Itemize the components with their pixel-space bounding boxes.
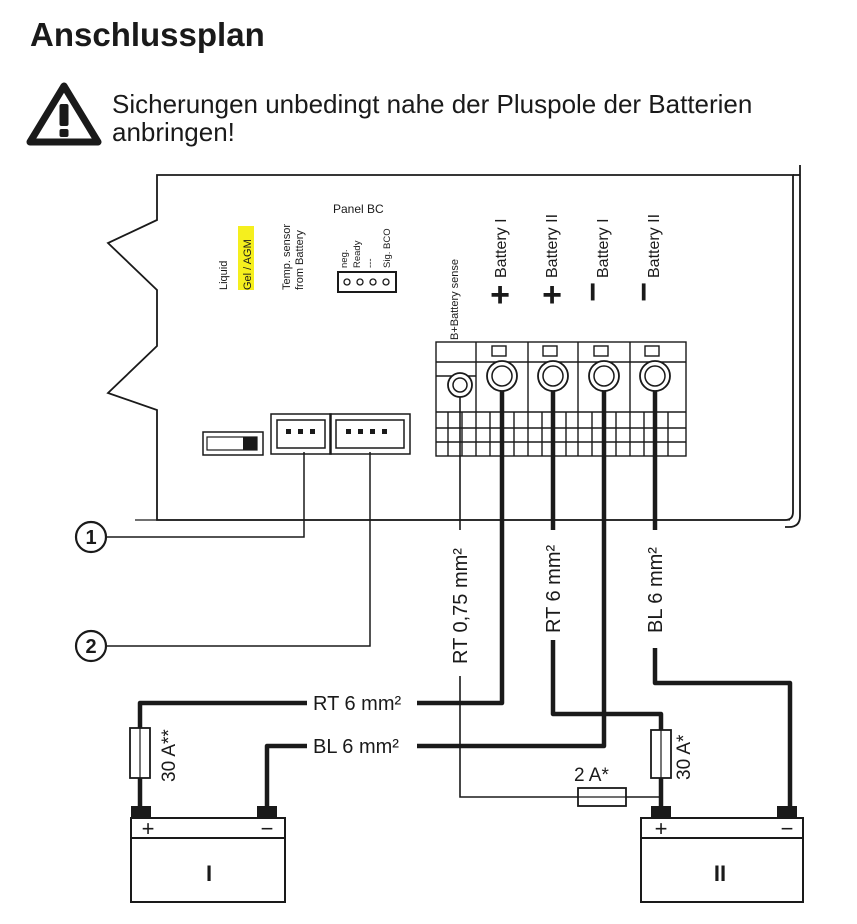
main-wires: [137, 391, 793, 810]
terminal-label-battery-ii-minus: Battery II: [646, 214, 663, 278]
cable-label-minus-1: BL 6 mm²: [313, 736, 399, 758]
callout-2-leader: [106, 452, 371, 647]
pin-label-ready: Ready: [352, 240, 363, 268]
panel-cable-connector: [329, 413, 411, 455]
terminal-block: [435, 341, 687, 457]
pin-label-sig-bco: Sig. BCO: [382, 228, 393, 268]
temp-sensor-label: Temp. sensor: [281, 224, 293, 290]
fuse-label-battery-ii: 30 A*: [674, 734, 695, 780]
gel-agm-label: Gel / AGM: [242, 239, 254, 290]
panel-bc-label: Panel BC: [333, 202, 384, 216]
cable-label-plus-1: RT 6 mm²: [313, 693, 401, 715]
fuse-battery-i: [129, 727, 151, 779]
battery-ii: [640, 806, 804, 903]
pin-label-neg: neg.: [339, 250, 350, 269]
page-title: Anschlussplan: [30, 16, 265, 53]
mode-switch: [202, 431, 264, 456]
fuse-sense: [577, 787, 627, 807]
terminal-screw-minus-1: [588, 360, 620, 392]
cable-label-minus-2: BL 6 mm²: [645, 547, 667, 633]
battery-i-plus-sign: +: [142, 816, 155, 841]
minus-sign-battery-i: −: [574, 282, 612, 302]
temp-sensor-connector: [270, 413, 332, 455]
battery-i: [130, 806, 286, 903]
terminal-label-battery-i-minus: Battery I: [595, 218, 612, 278]
battery-i-name: I: [206, 861, 212, 886]
battery-ii-name: II: [714, 861, 726, 886]
battery-ii-plus-sign: +: [655, 816, 668, 841]
callout-1-label: 1: [85, 527, 96, 549]
plus-sign-battery-i: +: [490, 276, 510, 314]
device-housing: [106, 165, 801, 528]
panel-bc-connector: [337, 271, 397, 293]
callout-2-label: 2: [85, 636, 96, 658]
plus-sign-battery-ii: +: [542, 276, 562, 314]
terminal-screw-plus-1: [486, 360, 518, 392]
terminal-screw-minus-2: [639, 360, 671, 392]
terminal-label-battery-i-plus: Battery I: [493, 218, 510, 278]
minus-sign-battery-ii: −: [625, 282, 663, 302]
callout-1-leader: [106, 452, 305, 538]
battery-ii-minus-sign: −: [781, 816, 794, 841]
fuse-label-battery-i: 30 A**: [159, 729, 180, 782]
terminal-label-battery-ii-plus: Battery II: [544, 214, 561, 278]
terminal-screw-plus-2: [537, 360, 569, 392]
battery-i-minus-sign: −: [261, 816, 274, 841]
warning-text: Sicherungen unbedingt nahe der Pluspole …: [112, 89, 753, 147]
pin-label-dash: ---: [365, 259, 376, 269]
terminal-sense-screw: [447, 372, 473, 398]
fuse-label-sense: 2 A*: [574, 765, 609, 786]
sense-label: B+Battery sense: [449, 259, 461, 340]
warning-triangle-icon: [26, 82, 102, 146]
temp-sensor-label-2: from Battery: [294, 230, 306, 290]
cable-label-sense: RT 0,75 mm²: [450, 548, 472, 664]
gel-agm-highlight: [238, 226, 254, 290]
fuse-battery-ii: [650, 729, 672, 779]
cable-label-plus-2: RT 6 mm²: [543, 545, 565, 633]
liquid-label: Liquid: [218, 261, 230, 290]
